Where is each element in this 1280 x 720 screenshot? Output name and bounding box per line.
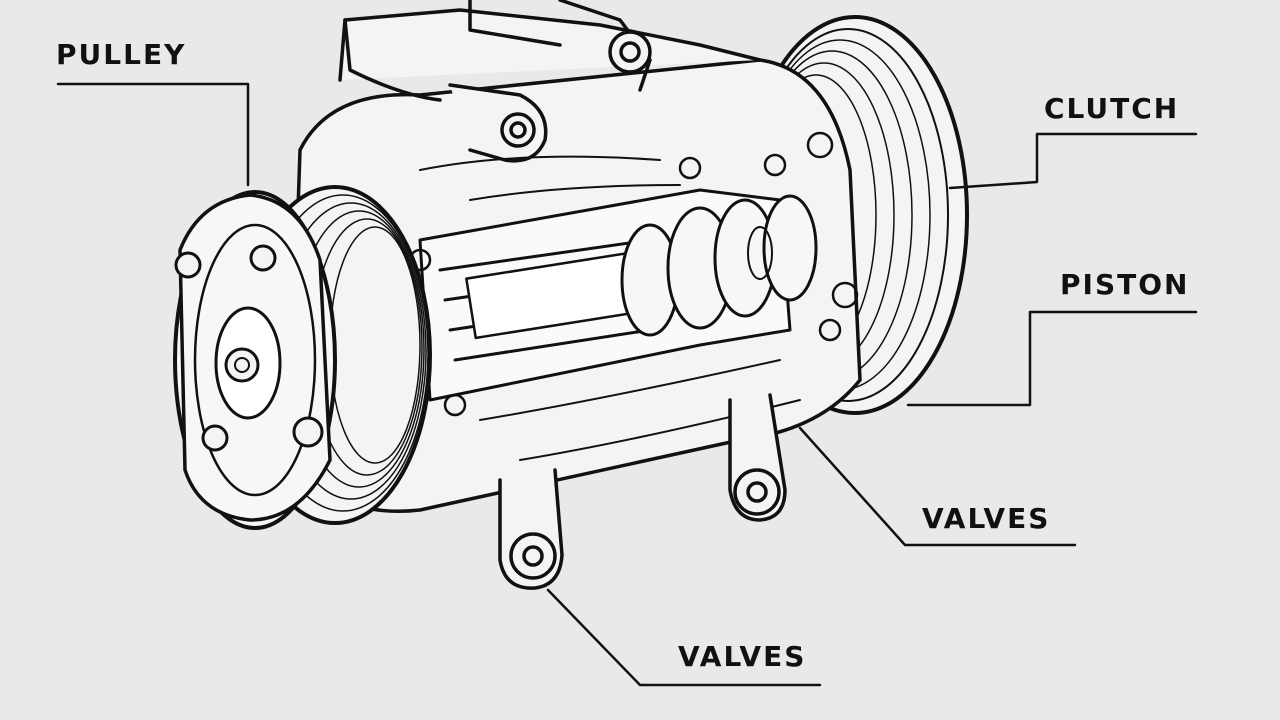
- valves-right-leader-line: [798, 426, 1077, 547]
- label-valves-right: VALVES: [922, 502, 1051, 535]
- label-pulley: PULLEY: [56, 38, 187, 71]
- valves-bottom-leader-line: [546, 588, 822, 687]
- pulley-leader-line: [56, 82, 250, 187]
- clutch-leader-line: [948, 132, 1198, 190]
- piston-shaft-cutaway: [408, 131, 859, 417]
- leader-lines: [56, 82, 1198, 687]
- label-valves-bottom: VALVES: [678, 640, 807, 673]
- piston-leader-line: [906, 310, 1198, 407]
- label-clutch: CLUTCH: [1044, 92, 1180, 125]
- pulley-assembly: [173, 185, 432, 530]
- label-piston: PISTON: [1060, 268, 1190, 301]
- mounting-feet: [498, 393, 787, 590]
